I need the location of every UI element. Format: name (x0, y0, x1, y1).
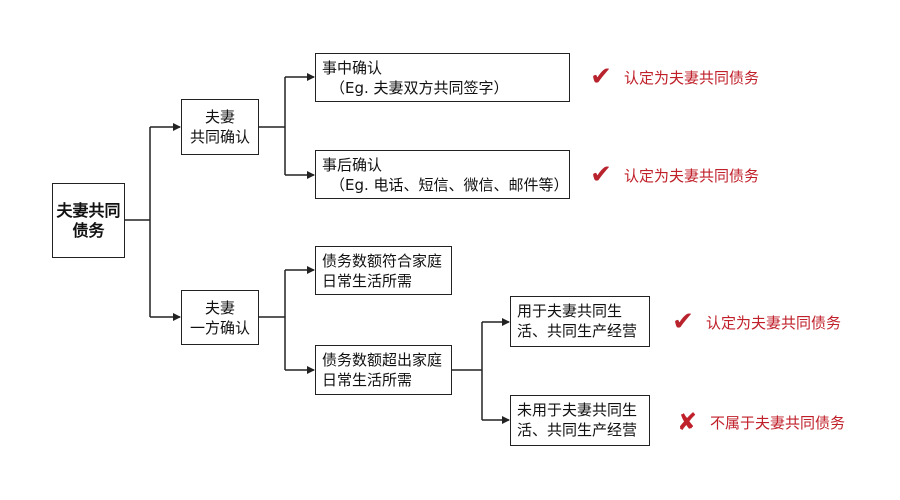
post-confirm-title: 事后确认 (322, 156, 383, 174)
result-label: 不属于夫妻共同债务 (710, 413, 846, 432)
result-prior-confirm: ✔ 认定为夫妻共同债务 (586, 64, 759, 90)
joint-confirm-line2: 共同确认 (189, 128, 250, 146)
used-joint-line2: 活、共同生产经营 (517, 322, 638, 340)
result-label: 认定为夫妻共同债务 (624, 68, 760, 87)
root-node-line2: 债务 (72, 220, 105, 240)
joint-confirm-line1: 夫妻 (204, 108, 235, 126)
prior-confirm-title: 事中确认 (322, 59, 383, 77)
exceed-daily-line1: 债务数额超出家庭 (322, 351, 443, 369)
prior-confirm-example: （Eg. 夫妻双方共同签字） (330, 79, 509, 97)
exceed-daily-node: 债务数额超出家庭 日常生活所需 (315, 345, 452, 395)
root-node-line1: 夫妻共同 (56, 200, 121, 220)
used-joint-line1: 用于夫妻共同生 (517, 302, 623, 320)
used-joint-node: 用于夫妻共同生 活、共同生产经营 (510, 296, 650, 347)
within-daily-node: 债务数额符合家庭 日常生活所需 (315, 246, 452, 295)
result-used-joint: ✔ 认定为夫妻共同债务 (668, 309, 841, 335)
joint-confirm-node: 夫妻 共同确认 (181, 99, 259, 155)
not-used-joint-line2: 活、共同生产经营 (517, 421, 638, 439)
result-not-used-joint: ✘ 不属于夫妻共同债务 (672, 409, 845, 435)
not-used-joint-node: 未用于夫妻共同生 活、共同生产经营 (510, 395, 650, 446)
result-post-confirm: ✔ 认定为夫妻共同债务 (586, 162, 759, 188)
check-icon: ✔ (590, 160, 612, 190)
post-confirm-node: 事后确认 （Eg. 电话、短信、微信、邮件等） (315, 150, 570, 199)
single-confirm-node: 夫妻 一方确认 (181, 290, 259, 345)
cross-icon: ✘ (676, 408, 698, 436)
single-confirm-line2: 一方确认 (189, 318, 250, 337)
root-node: 夫妻共同 债务 (52, 183, 125, 258)
within-daily-line1: 债务数额符合家庭 (322, 252, 443, 270)
check-icon: ✔ (672, 307, 694, 337)
check-icon: ✔ (590, 62, 612, 92)
single-confirm-line1: 夫妻 (204, 298, 235, 317)
result-label: 认定为夫妻共同债务 (706, 313, 842, 332)
not-used-joint-line1: 未用于夫妻共同生 (517, 401, 638, 419)
exceed-daily-line2: 日常生活所需 (322, 371, 413, 389)
prior-confirm-node: 事中确认 （Eg. 夫妻双方共同签字） (315, 53, 570, 102)
result-label: 认定为夫妻共同债务 (624, 166, 760, 185)
post-confirm-example: （Eg. 电话、短信、微信、邮件等） (330, 176, 569, 194)
within-daily-line2: 日常生活所需 (322, 272, 413, 290)
